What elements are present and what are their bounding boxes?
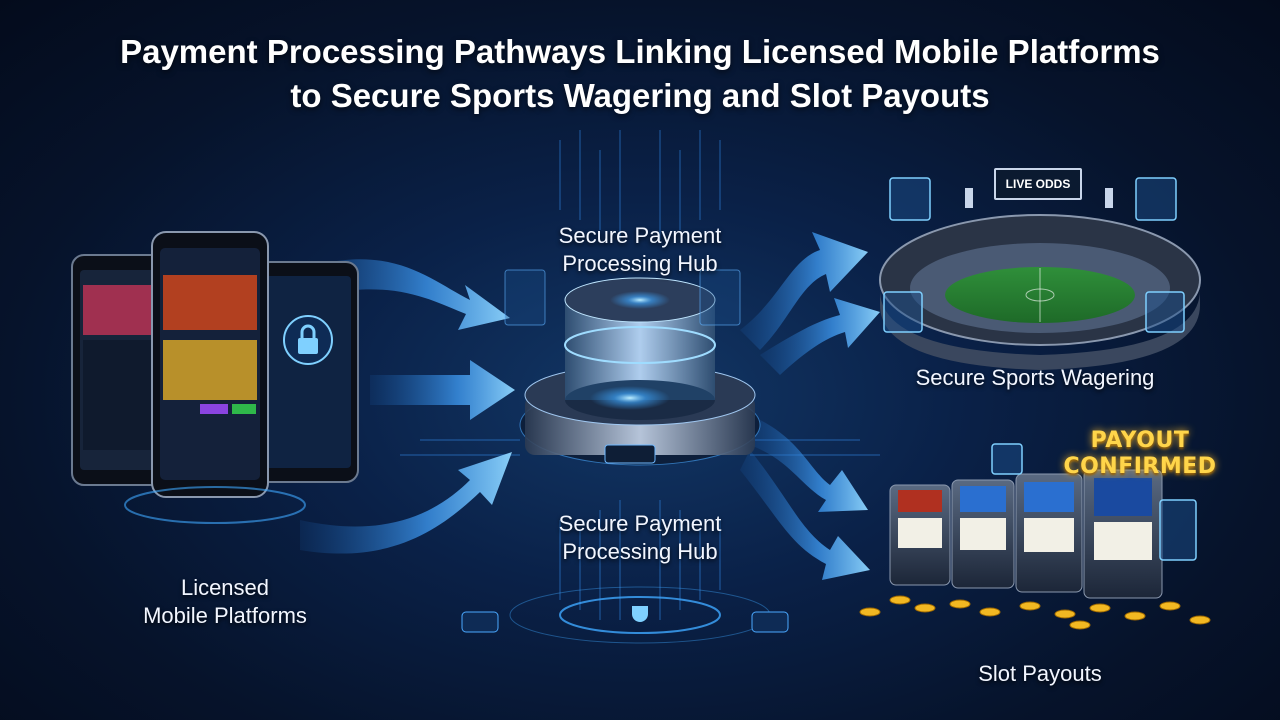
stadium-lock-panels <box>883 177 1185 333</box>
slot-machine-icon <box>889 469 1163 599</box>
slot-payouts-label: Slot Payouts <box>978 661 1102 686</box>
smartphone-icon <box>71 231 359 498</box>
hub-label-bottom: Secure Payment Processing Hub <box>510 510 770 566</box>
hub-label-top-line-2: Processing Hub <box>562 251 718 276</box>
live-odds-badge: LIVE ODDS <box>994 168 1082 200</box>
hub-label-top-line-1: Secure Payment <box>558 223 722 248</box>
coin-icon <box>859 595 1211 630</box>
title-line-2: to Secure Sports Wagering and Slot Payou… <box>290 77 990 114</box>
hub-label-bottom-line-1: Secure Payment <box>558 511 722 536</box>
hub-label-top: Secure Payment Processing Hub <box>510 222 770 278</box>
stadium-icon <box>879 188 1201 370</box>
page-title: Payment Processing Pathways Linking Lice… <box>0 30 1280 118</box>
hub-label-bottom-line-2: Processing Hub <box>562 539 718 564</box>
phone-glow-ring <box>124 486 306 524</box>
data-panels <box>504 269 741 326</box>
payout-confirmed-badge: PAYOUT CONFIRMED <box>1040 428 1240 480</box>
payout-line-1: PAYOUT <box>1090 428 1190 453</box>
circuit-lines <box>400 130 880 620</box>
shield-icon <box>461 586 789 644</box>
mobile-label-line-2: Mobile Platforms <box>143 603 307 628</box>
flow-arrows-out <box>740 232 880 580</box>
slot-lock-panels <box>991 443 1197 561</box>
mobile-platforms-label: Licensed Mobile Platforms <box>110 574 340 630</box>
payout-line-2: CONFIRMED <box>1063 454 1217 479</box>
title-line-1: Payment Processing Pathways Linking Lice… <box>120 33 1160 70</box>
sports-wagering-label: Secure Sports Wagering <box>915 365 1155 390</box>
lock-icon <box>283 315 333 365</box>
server-hub-icon <box>519 277 761 466</box>
mobile-label-line-1: Licensed <box>180 575 270 600</box>
